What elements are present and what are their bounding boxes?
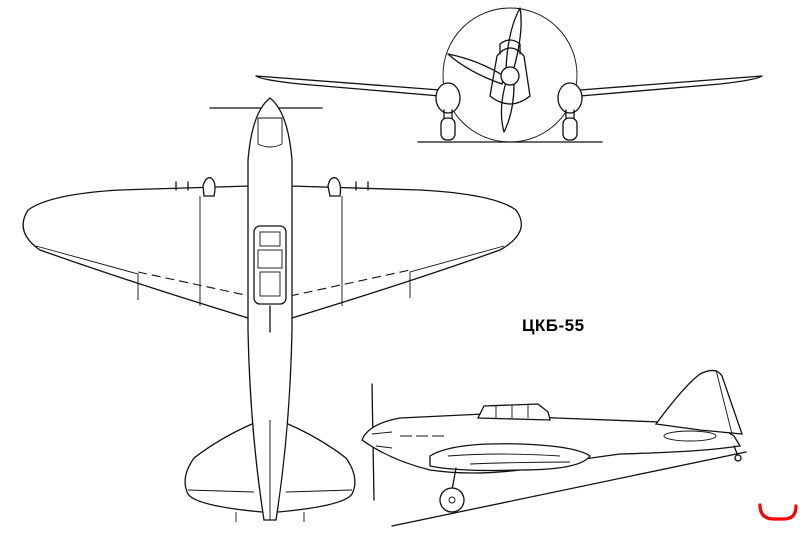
side-view [361,369,747,527]
side-canopy [476,403,551,421]
corner-mark [758,503,798,521]
top-gun-right [355,181,369,191]
side-rudder-line [715,369,733,435]
top-flap-line [137,269,411,297]
side-nacelle [429,443,591,472]
propeller-blade-bottom [500,81,515,133]
top-cockpit-mid [257,249,283,269]
top-view [22,97,522,522]
top-aileron-right [409,245,505,298]
propeller-spinner [500,66,520,86]
front-wheel-right [562,117,578,141]
side-ground-line [391,451,747,527]
side-tailplane [663,430,717,442]
side-wheel-hub [448,496,456,504]
top-cockpit-rear [259,271,281,297]
front-view [255,7,763,143]
propeller-blade-left [447,53,505,85]
top-gun-left [175,181,189,191]
top-nacelle-left [202,177,216,197]
top-cockpit [253,225,287,305]
side-gear-strut [451,467,457,491]
side-tailwheel-strut [733,445,739,457]
side-nose-details [371,431,393,449]
top-elevator-lines [187,489,353,522]
front-wing-left [255,75,441,97]
front-wing-right [579,75,763,97]
side-canopy-frames [495,405,529,418]
propeller-blade-top [505,7,522,69]
side-wheel [439,487,465,513]
front-nacelle-right [557,82,583,114]
top-tailplane [184,423,356,513]
top-aileron-left [35,245,139,300]
front-canopy [499,39,521,55]
aircraft-designation-label: ЦКБ-55 [522,316,585,335]
side-nacelle-detail [447,453,571,465]
front-nacelle-left [435,82,461,114]
top-nacelle-right [327,177,342,197]
front-wheel-left [440,117,456,141]
side-tailwheel [734,454,742,462]
side-fin [654,369,743,435]
top-cockpit-front [259,231,281,247]
top-nose-panel [257,117,283,148]
